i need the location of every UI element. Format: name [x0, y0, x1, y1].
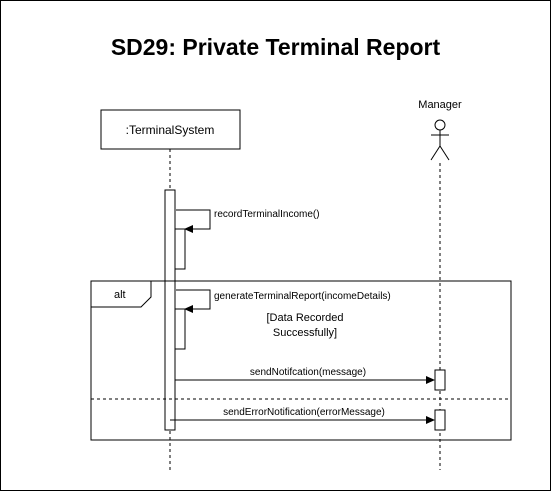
- manager-label: Manager: [418, 99, 462, 111]
- manager-actor-icon: [430, 119, 450, 161]
- record-income-label: recordTerminalIncome(): [214, 209, 320, 220]
- send-notification-label: sendNotifcation(message): [250, 367, 366, 378]
- alt-operator-tab: [90, 280, 152, 308]
- record-income-activation: [174, 228, 186, 270]
- terminal-system-head: [100, 109, 241, 150]
- generate-report-label: generateTerminalReport(incomeDetails): [214, 291, 391, 302]
- record-income-message: [176, 209, 211, 233]
- send-error-notification-label: sendErrorNotification(errorMessage): [223, 407, 385, 418]
- alt-guard-line-2: Successfully]: [273, 327, 337, 339]
- diagram-title: SD29: Private Terminal Report: [110, 34, 441, 60]
- alt-fragment: [90, 280, 512, 441]
- generate-report-activation: [174, 308, 186, 350]
- terminal-system-activation: [164, 189, 176, 431]
- manager-activation-2: [434, 409, 446, 431]
- alt-operator-label: alt: [114, 289, 126, 301]
- manager-activation-1: [434, 369, 446, 391]
- terminal-system-label: :TerminalSystem: [126, 123, 215, 137]
- generate-report-message: [176, 289, 211, 313]
- alt-guard-line-1: [Data Recorded: [266, 312, 343, 324]
